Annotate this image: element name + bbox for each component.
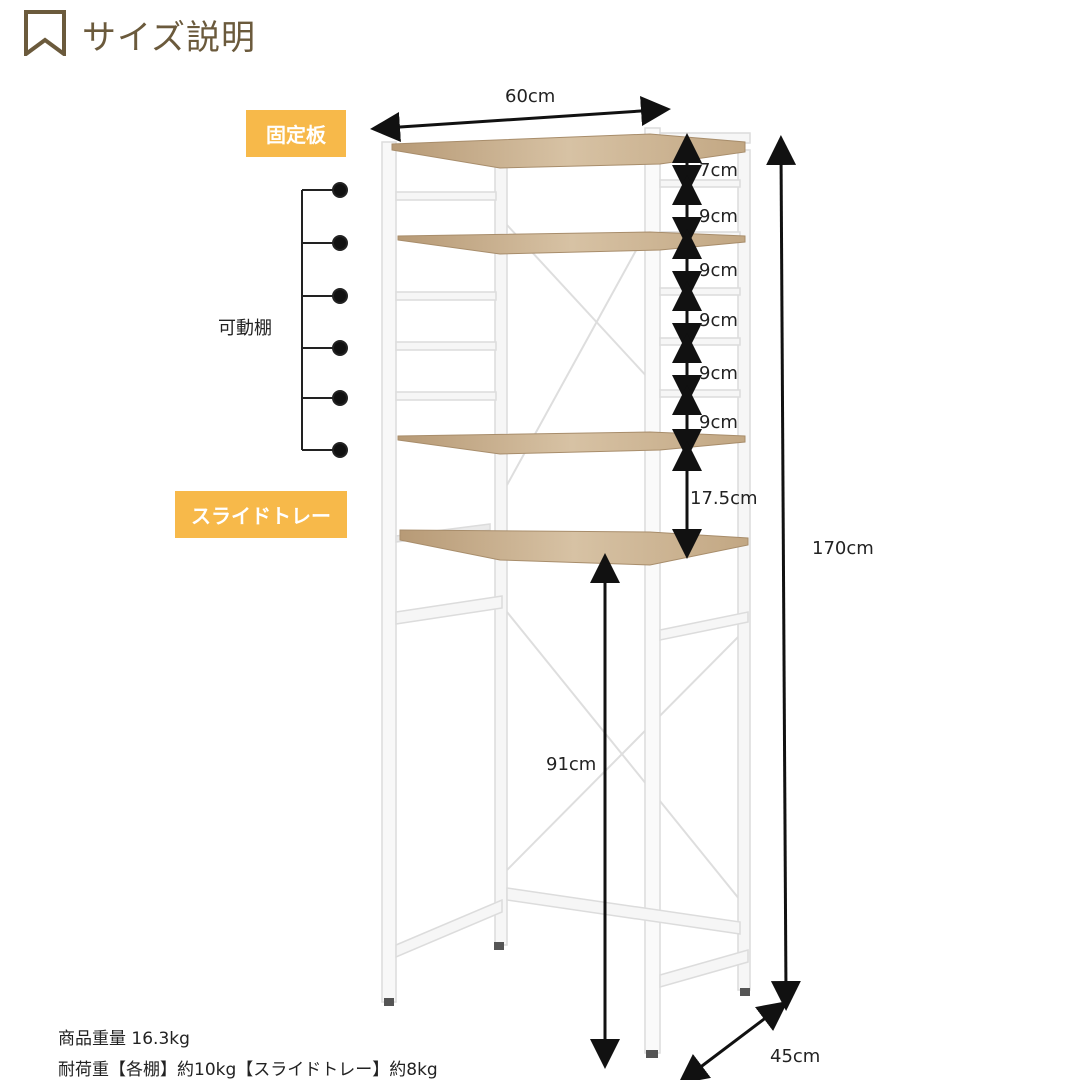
width-label: 60cm	[505, 86, 556, 107]
depth-label: 45cm	[770, 1046, 821, 1067]
gap-label: 9cm	[699, 206, 738, 227]
movable-shelf-bracket	[301, 182, 348, 458]
height-label: 170cm	[812, 538, 874, 559]
gap-label: 17.5cm	[690, 488, 758, 509]
gap-label: 9cm	[699, 260, 738, 281]
shelf-boards	[391, 133, 749, 566]
page-title: サイズ説明	[82, 18, 256, 58]
movable-shelf-label: 可動棚	[218, 318, 272, 339]
tray-height-label: 91cm	[546, 754, 597, 775]
gap-label: 7cm	[699, 160, 738, 181]
fixed-shelf-label: 固定板	[246, 110, 346, 157]
gap-label: 9cm	[699, 310, 738, 331]
load-capacity: 耐荷重【各棚】約10kg【スライドトレー】約8kg	[58, 1060, 438, 1080]
slide-tray-label: スライドトレー	[175, 491, 347, 538]
gap-label: 9cm	[699, 412, 738, 433]
bookmark-icon	[24, 10, 66, 56]
gap-label: 9cm	[699, 363, 738, 384]
product-weight: 商品重量 16.3kg	[58, 1029, 190, 1049]
